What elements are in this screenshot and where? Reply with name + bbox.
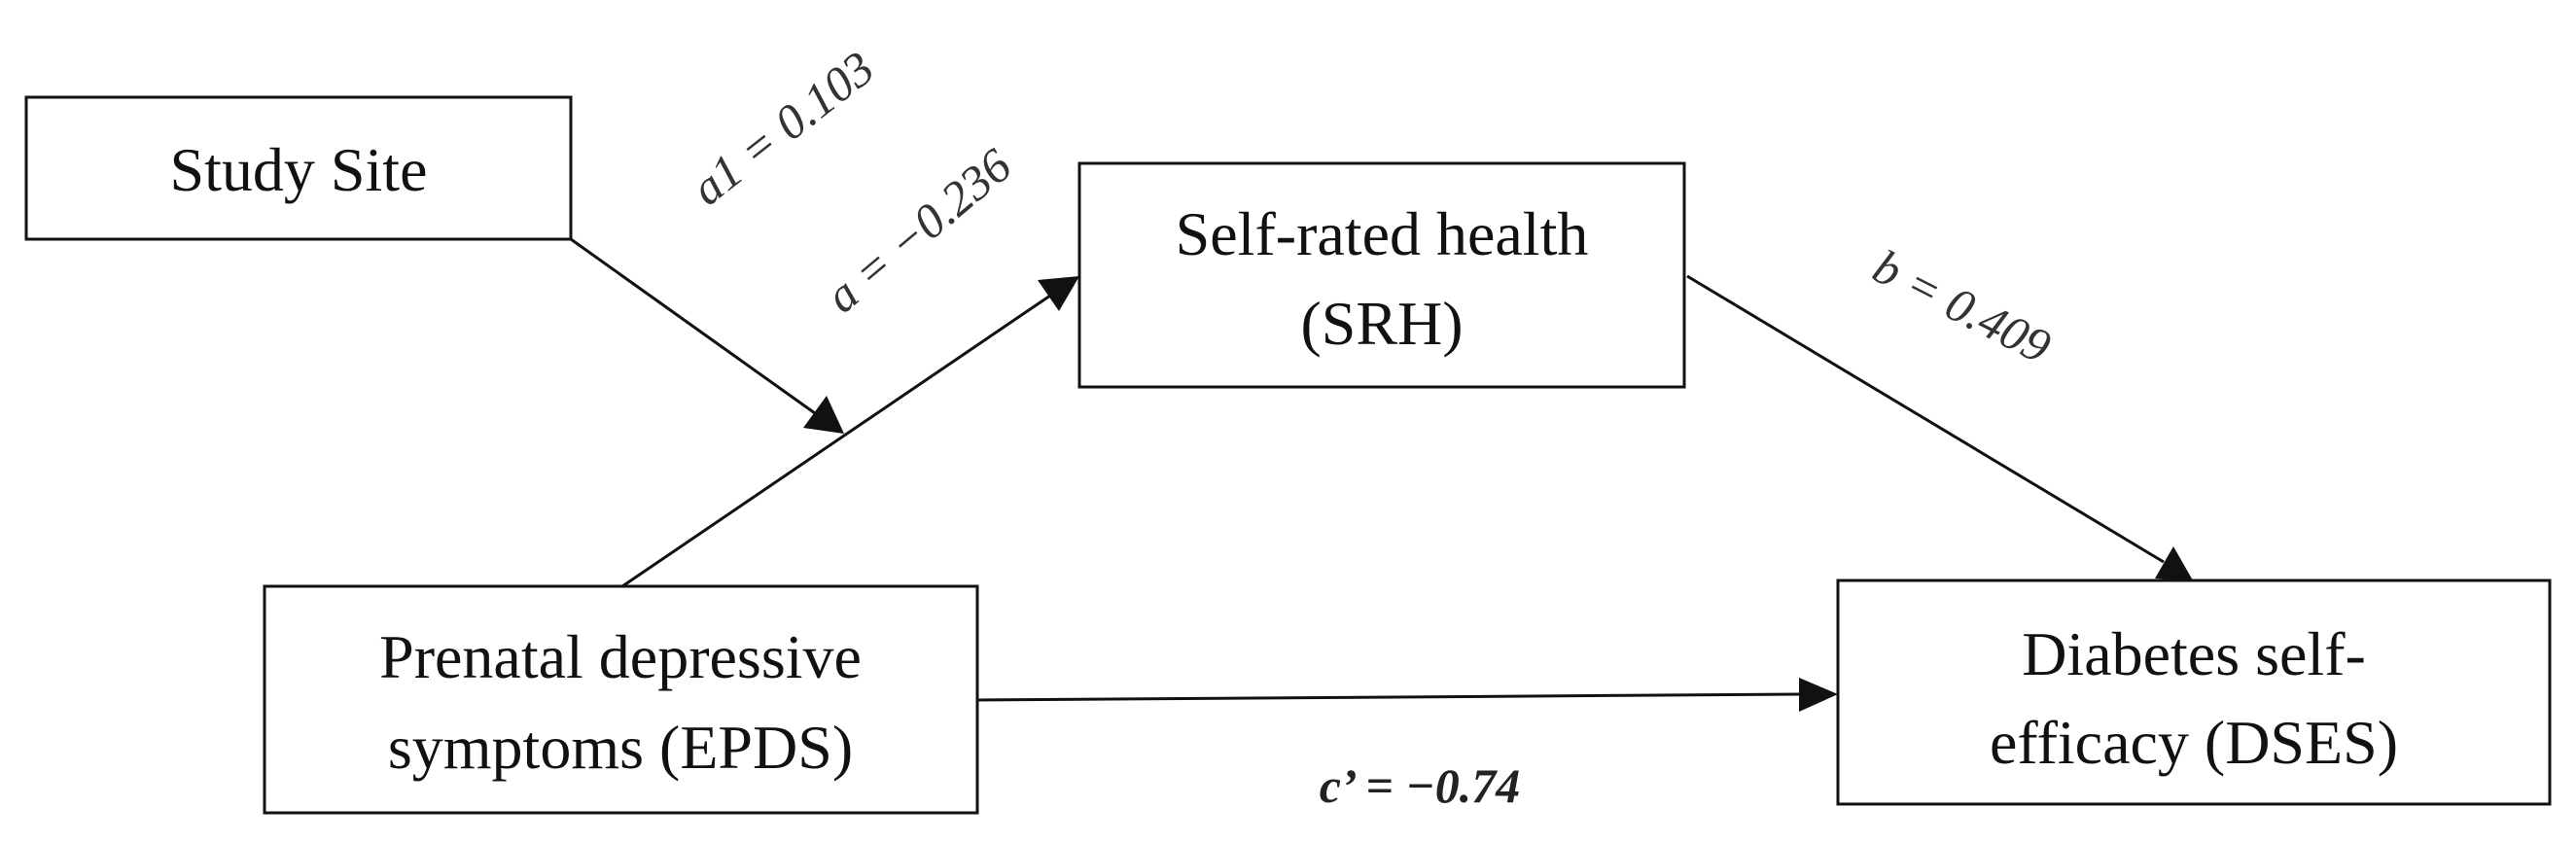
edge-study-site-to-a-path xyxy=(570,237,816,415)
node-srh-label-line2: (SRH) xyxy=(1300,289,1463,358)
arrowhead-study-site xyxy=(803,396,844,434)
edge-epds-to-dses xyxy=(976,692,1802,702)
coef-a: a = −0.236 xyxy=(815,138,1021,324)
coef-c-prime: c’ = −0.74 xyxy=(1320,758,1520,813)
arrowhead-srh xyxy=(1038,276,1079,311)
coef-a1: a1 = 0.103 xyxy=(681,40,884,215)
edge-srh-to-dses xyxy=(1686,274,2165,564)
arrowhead-dses-top xyxy=(2155,546,2193,580)
node-srh-label-line1: Self-rated health xyxy=(1176,199,1589,268)
coef-b: b = 0.409 xyxy=(1865,238,2060,373)
node-study-site-label: Study Site xyxy=(170,135,428,204)
node-study-site: Study Site xyxy=(24,95,573,241)
edges xyxy=(570,237,2193,712)
node-epds-label-line2: symptoms (EPDS) xyxy=(388,713,853,782)
node-dses-label-line1: Diabetes self- xyxy=(2022,619,2366,688)
arrowhead-dses-left xyxy=(1799,678,1838,712)
edge-epds-to-srh xyxy=(621,294,1051,588)
node-dses: Diabetes self- efficacy (DSES) xyxy=(1836,579,2552,806)
node-epds: Prenatal depressive symptoms (EPDS) xyxy=(263,584,979,815)
node-srh: Self-rated health (SRH) xyxy=(1077,161,1686,389)
node-epds-label-line1: Prenatal depressive xyxy=(379,622,862,691)
node-dses-label-line2: efficacy (DSES) xyxy=(1990,708,2398,777)
